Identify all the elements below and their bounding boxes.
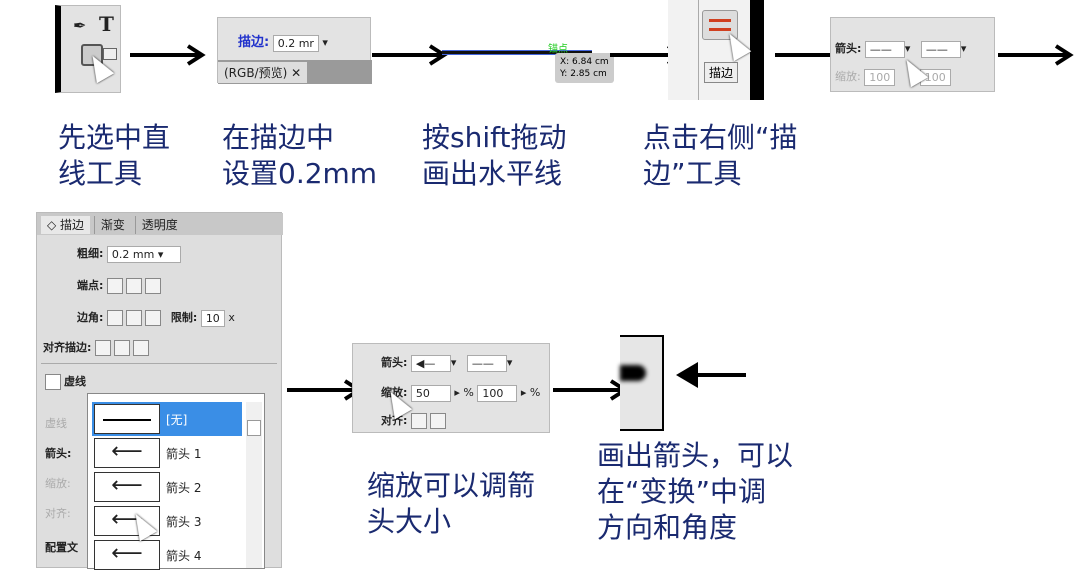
step3-caption: 按shift拖动 画出水平线 bbox=[422, 121, 567, 190]
step4-caption: 点击右侧“描 边”工具 bbox=[643, 121, 798, 190]
document-tab[interactable]: (RGB/预览) ✕ bbox=[218, 62, 308, 83]
align-inside-button[interactable] bbox=[113, 340, 130, 356]
limit-input[interactable]: 10 bbox=[200, 309, 225, 327]
toolbox-screenshot: ✒ T bbox=[55, 5, 121, 93]
arrow-option[interactable]: ⟵箭头 4 bbox=[92, 539, 242, 571]
end-arrowhead-select[interactable]: —— bbox=[920, 40, 961, 58]
result-caption: 画出箭头，可以 在“变换”中调 方向和角度 bbox=[597, 439, 794, 544]
arrowhead-result-image bbox=[620, 335, 664, 431]
flow-arrow bbox=[553, 379, 627, 401]
align-end-button[interactable] bbox=[429, 413, 446, 429]
arrow-option[interactable]: ⟵箭头 3 bbox=[92, 505, 242, 537]
step2-caption: 在描边中 设置0.2mm bbox=[222, 121, 378, 190]
weight-input[interactable]: 0.2 mm ▾ bbox=[106, 245, 181, 263]
start-arrowhead-select[interactable]: ◀— bbox=[410, 354, 451, 372]
panel-strip-screenshot: 描边 bbox=[668, 0, 764, 100]
stroke-control-screenshot: 描边: 0.2 mr ▾ (RGB/预览) ✕ bbox=[217, 17, 372, 84]
tooltip: 描边 bbox=[704, 62, 739, 83]
stroke-panel-button[interactable] bbox=[702, 10, 738, 40]
tab-gradient[interactable]: 渐变 bbox=[93, 216, 131, 234]
arrow-scale-screenshot: 箭头: ◀—▾ ——▾ 缩放: 50 ▸ % 100 ▸ % 对齐: bbox=[352, 343, 550, 433]
arrow-option[interactable]: ⟵箭头 2 bbox=[92, 471, 242, 503]
round-join-button[interactable] bbox=[125, 310, 142, 326]
close-icon[interactable]: ✕ bbox=[291, 66, 302, 80]
arrow-option[interactable]: [无] bbox=[92, 403, 242, 435]
flow-arrow bbox=[372, 44, 446, 66]
scrollbar[interactable] bbox=[246, 402, 262, 568]
align-outside-button[interactable] bbox=[132, 340, 149, 356]
stroke-label: 描边: bbox=[238, 35, 270, 50]
stroke-icon bbox=[709, 19, 731, 31]
arrowhead-controls-screenshot: 箭头: ——▾ ——▾ 缩放: 100 100 bbox=[830, 17, 995, 92]
anchor-label: 锚点 bbox=[548, 44, 568, 55]
stroke-weight-input[interactable]: 0.2 mr bbox=[272, 34, 319, 52]
rectangle-tool-icon[interactable] bbox=[103, 48, 117, 60]
line-tool-icon[interactable] bbox=[81, 44, 103, 66]
arrowhead-dropdown[interactable]: [无] ⟵箭头 1 ⟵箭头 2 ⟵箭头 3 ⟵箭头 4 bbox=[87, 393, 265, 571]
pen-tool-icon[interactable]: ✒ bbox=[73, 16, 87, 35]
butt-cap-button[interactable] bbox=[106, 278, 123, 294]
arrow-option[interactable]: ⟵箭头 1 bbox=[92, 437, 242, 469]
flow-arrow bbox=[130, 44, 204, 66]
start-scale-input[interactable]: 50 bbox=[410, 384, 451, 402]
flow-arrow bbox=[998, 44, 1072, 66]
miter-join-button[interactable] bbox=[106, 310, 123, 326]
step1-caption: 先选中直 线工具 bbox=[58, 121, 171, 190]
pointer-arrow-icon bbox=[676, 362, 746, 388]
align-tip-button[interactable] bbox=[410, 413, 427, 429]
type-tool-icon[interactable]: T bbox=[99, 12, 114, 36]
scale-caption: 缩放可以调箭 头大小 bbox=[367, 469, 536, 538]
tab-transparency[interactable]: 透明度 bbox=[134, 216, 184, 234]
stroke-panel: ◇ 描边 渐变 透明度 粗细: 0.2 mm ▾ 端点: 边角: 限制: 10 … bbox=[36, 212, 283, 571]
round-cap-button[interactable] bbox=[125, 278, 142, 294]
end-arrowhead-select[interactable]: —— bbox=[466, 354, 507, 372]
start-arrowhead-select[interactable]: —— bbox=[864, 40, 905, 58]
dashed-checkbox[interactable] bbox=[45, 374, 61, 390]
align-center-button[interactable] bbox=[94, 340, 111, 356]
end-scale-input[interactable]: 100 bbox=[477, 384, 518, 402]
bevel-join-button[interactable] bbox=[144, 310, 161, 326]
tab-stroke[interactable]: ◇ 描边 bbox=[41, 216, 91, 234]
square-cap-button[interactable] bbox=[144, 278, 161, 294]
drawn-line bbox=[442, 50, 592, 55]
